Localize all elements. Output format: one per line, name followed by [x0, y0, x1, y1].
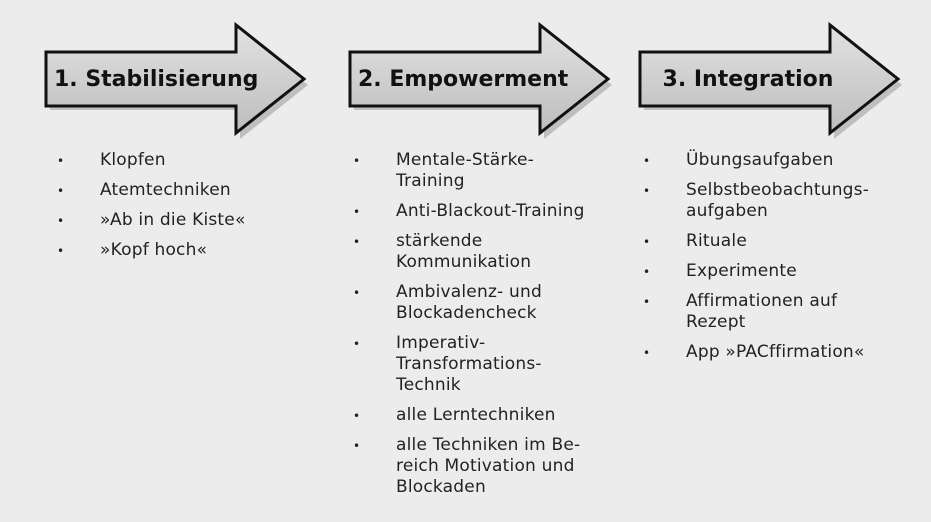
stage-3-arrow: 3. Integration — [638, 21, 902, 139]
list-item: •Anti-Blackout-Training — [353, 201, 585, 221]
bullet-icon: • — [643, 184, 651, 198]
bullet-icon: • — [57, 154, 65, 168]
bullet-icon: • — [353, 409, 361, 423]
stage-1-title: 1. Stabilisierung — [54, 67, 259, 92]
list-item: •Übungsaufgaben — [643, 150, 834, 170]
list-item: •stärkende Kommunikation — [353, 231, 532, 272]
bullet-icon: • — [643, 154, 651, 168]
stage-2-title: 2. Empowerment — [358, 67, 569, 92]
list-item: •Klopfen — [57, 150, 166, 170]
bullet-icon: • — [353, 205, 361, 219]
list-item: •Ambivalenz- und Blockadencheck — [353, 282, 542, 323]
bullet-icon: • — [57, 184, 65, 198]
list-item: •Atemtechniken — [57, 180, 231, 200]
bullet-icon: • — [643, 346, 651, 360]
list-item: •Experimente — [643, 261, 797, 281]
stage-1-list: •Klopfen •Atemtechniken •»Ab in die Kist… — [54, 150, 294, 270]
stage-3-title: 3. Integration — [662, 67, 834, 92]
list-item: •Affirmationen auf Rezept — [643, 291, 838, 332]
bullet-icon: • — [57, 214, 65, 228]
bullet-icon: • — [643, 235, 651, 249]
list-item: •alle Lerntechniken — [353, 405, 556, 425]
stage-1-arrow: 1. Stabilisierung — [44, 21, 308, 139]
bullet-icon: • — [353, 439, 361, 453]
stage-3-list: •Übungsaufgaben •Selbstbeobachtungs- auf… — [640, 150, 920, 372]
bullet-icon: • — [353, 235, 361, 249]
arrow-shape-3 — [638, 21, 902, 139]
arrow-shape-2 — [348, 21, 612, 139]
bullet-icon: • — [643, 265, 651, 279]
stage-2-arrow: 2. Empowerment — [348, 21, 612, 139]
list-item: •Mentale-Stärke- Training — [353, 150, 534, 191]
bullet-icon: • — [57, 244, 65, 258]
bullet-icon: • — [353, 337, 361, 351]
list-item: •Selbstbeobachtungs- aufgaben — [643, 180, 870, 221]
list-item: •Imperativ- Transformations- Technik — [353, 333, 542, 395]
arrow-shape-1 — [44, 21, 308, 139]
bullet-icon: • — [643, 295, 651, 309]
bullet-icon: • — [353, 286, 361, 300]
list-item: •»Ab in die Kiste« — [57, 210, 246, 230]
stage-2-list: •Mentale-Stärke- Training •Anti-Blackout… — [350, 150, 620, 507]
bullet-icon: • — [353, 154, 361, 168]
list-item: •App »PACffirmation« — [643, 342, 865, 362]
list-item: •»Kopf hoch« — [57, 240, 208, 260]
list-item: •alle Techniken im Be- reich Motivation … — [353, 435, 581, 497]
list-item: •Rituale — [643, 231, 747, 251]
